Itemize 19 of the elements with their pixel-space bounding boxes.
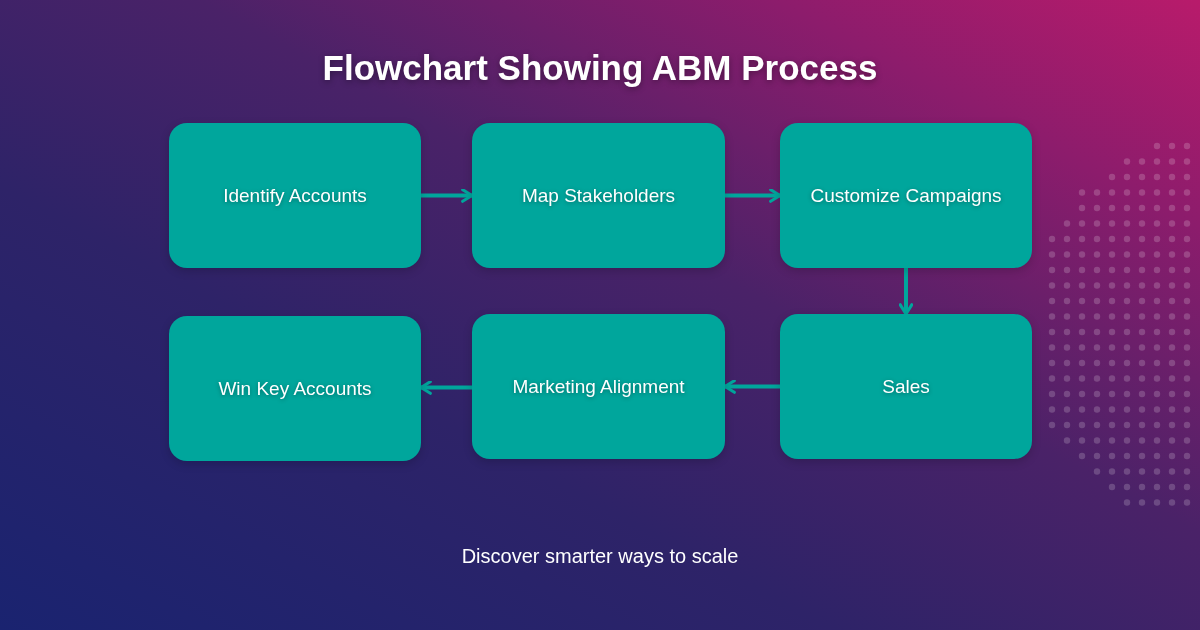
tagline: Discover smarter ways to scale	[461, 544, 739, 569]
box-label: Map Stakeholders	[521, 183, 676, 208]
box-label: Marketing Alignment	[512, 374, 685, 399]
process-box	[780, 314, 1032, 459]
arrow	[723, 379, 780, 394]
title: Flowchart Showing ABM Process	[322, 47, 878, 89]
box-label: Identify Accounts	[223, 183, 367, 208]
process-box	[780, 123, 1032, 268]
arrow	[898, 268, 914, 316]
process-box	[169, 123, 421, 268]
box-label: Customize Campaigns	[810, 183, 1002, 208]
process-box	[472, 314, 725, 459]
process-box	[472, 123, 725, 268]
box-label: Sales	[882, 374, 930, 399]
arrow	[725, 188, 782, 203]
process-box	[169, 316, 421, 461]
box-label: Win Key Accounts	[218, 376, 372, 401]
arrow	[421, 188, 474, 203]
arrow	[419, 380, 472, 395]
